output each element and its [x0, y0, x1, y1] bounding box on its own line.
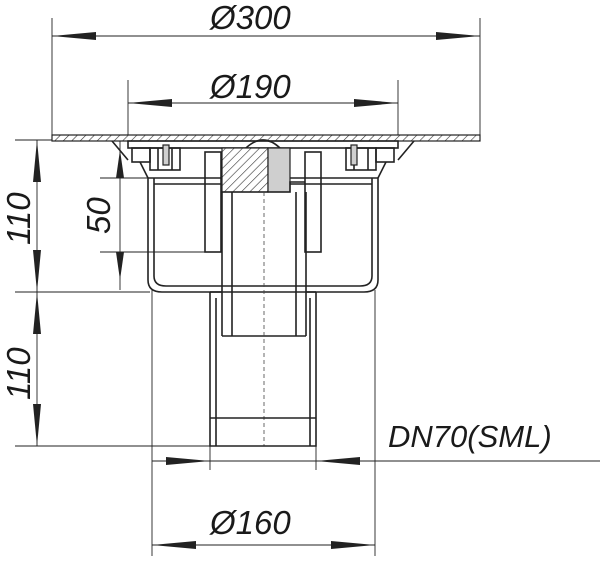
drain-body — [51, 134, 481, 447]
left-bolt-assembly — [131, 144, 181, 171]
outer-bowl — [139, 161, 387, 293]
dimension-body-diameter: Ø160 — [151, 290, 376, 556]
body-diameter-label: Ø160 — [209, 504, 291, 541]
dimension-outlet: DN70(SML) — [152, 419, 600, 470]
dimension-flange-diameter: Ø190 — [127, 68, 399, 140]
lower-height-label: 110 — [0, 347, 37, 400]
trap-cap — [204, 139, 322, 253]
upper-height-label: 110 — [0, 192, 37, 245]
outlet-label: DN70(SML) — [388, 419, 552, 454]
top-diameter-label: Ø300 — [209, 0, 291, 36]
right-bolt-assembly — [345, 144, 395, 171]
dimension-top-diameter: Ø300 — [51, 0, 481, 140]
inner-height-label: 50 — [80, 197, 117, 234]
flange-diameter-label: Ø190 — [209, 68, 291, 105]
dimension-upper-height: 110 — [0, 139, 150, 293]
inner-pipe — [221, 192, 307, 446]
dimension-lower-height: 110 — [0, 292, 210, 447]
outlet-spigot — [209, 291, 317, 447]
